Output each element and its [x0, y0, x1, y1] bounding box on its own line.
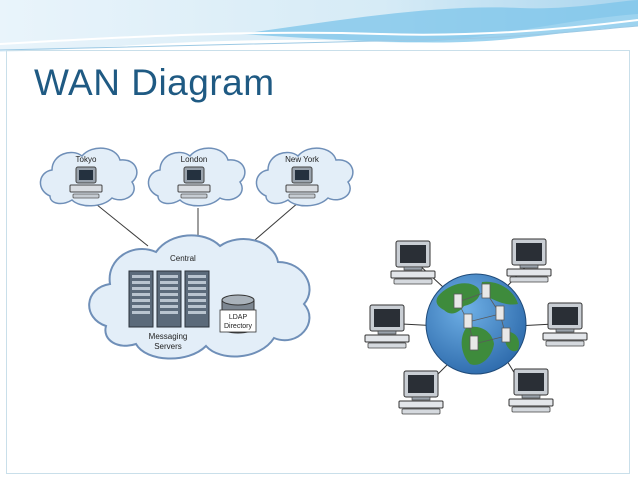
servers-label-line1: Messaging — [149, 332, 188, 341]
globe-nodes — [453, 283, 511, 351]
central-label: Central — [170, 254, 196, 263]
site-label-tokyo: Tokyo — [76, 155, 97, 164]
computer-icon — [508, 368, 554, 413]
server-icon — [156, 270, 182, 328]
servers-label-line2: Servers — [154, 342, 182, 351]
cloud-london: London — [147, 147, 246, 207]
site-label-new-york: New York — [285, 155, 320, 164]
slide-title: WAN Diagram — [34, 62, 275, 103]
site-label-london: London — [181, 155, 208, 164]
header-wave-decoration — [0, 0, 638, 52]
server-icon — [184, 270, 210, 328]
computer-icon — [390, 240, 436, 285]
computer-icon — [542, 302, 588, 347]
wan-cloud-diagram: Tokyo London New York Central LDAP — [39, 147, 354, 360]
computer-icon — [364, 304, 410, 349]
server-icon — [128, 270, 154, 328]
slide-frame — [6, 50, 630, 474]
globe-icon — [425, 273, 527, 375]
cloud-central: Central LDAP Directory Messaging Servers — [88, 234, 311, 360]
cloud-tokyo: Tokyo — [39, 147, 138, 207]
computer-icon — [398, 370, 444, 415]
computer-icon — [506, 238, 552, 283]
ldap-label-line2: Directory — [224, 323, 253, 330]
wan-globe-diagram — [364, 238, 588, 415]
ldap-label-line1: LDAP — [229, 314, 248, 321]
cloud-new-york: New York — [255, 147, 354, 207]
database-icon — [219, 294, 257, 334]
